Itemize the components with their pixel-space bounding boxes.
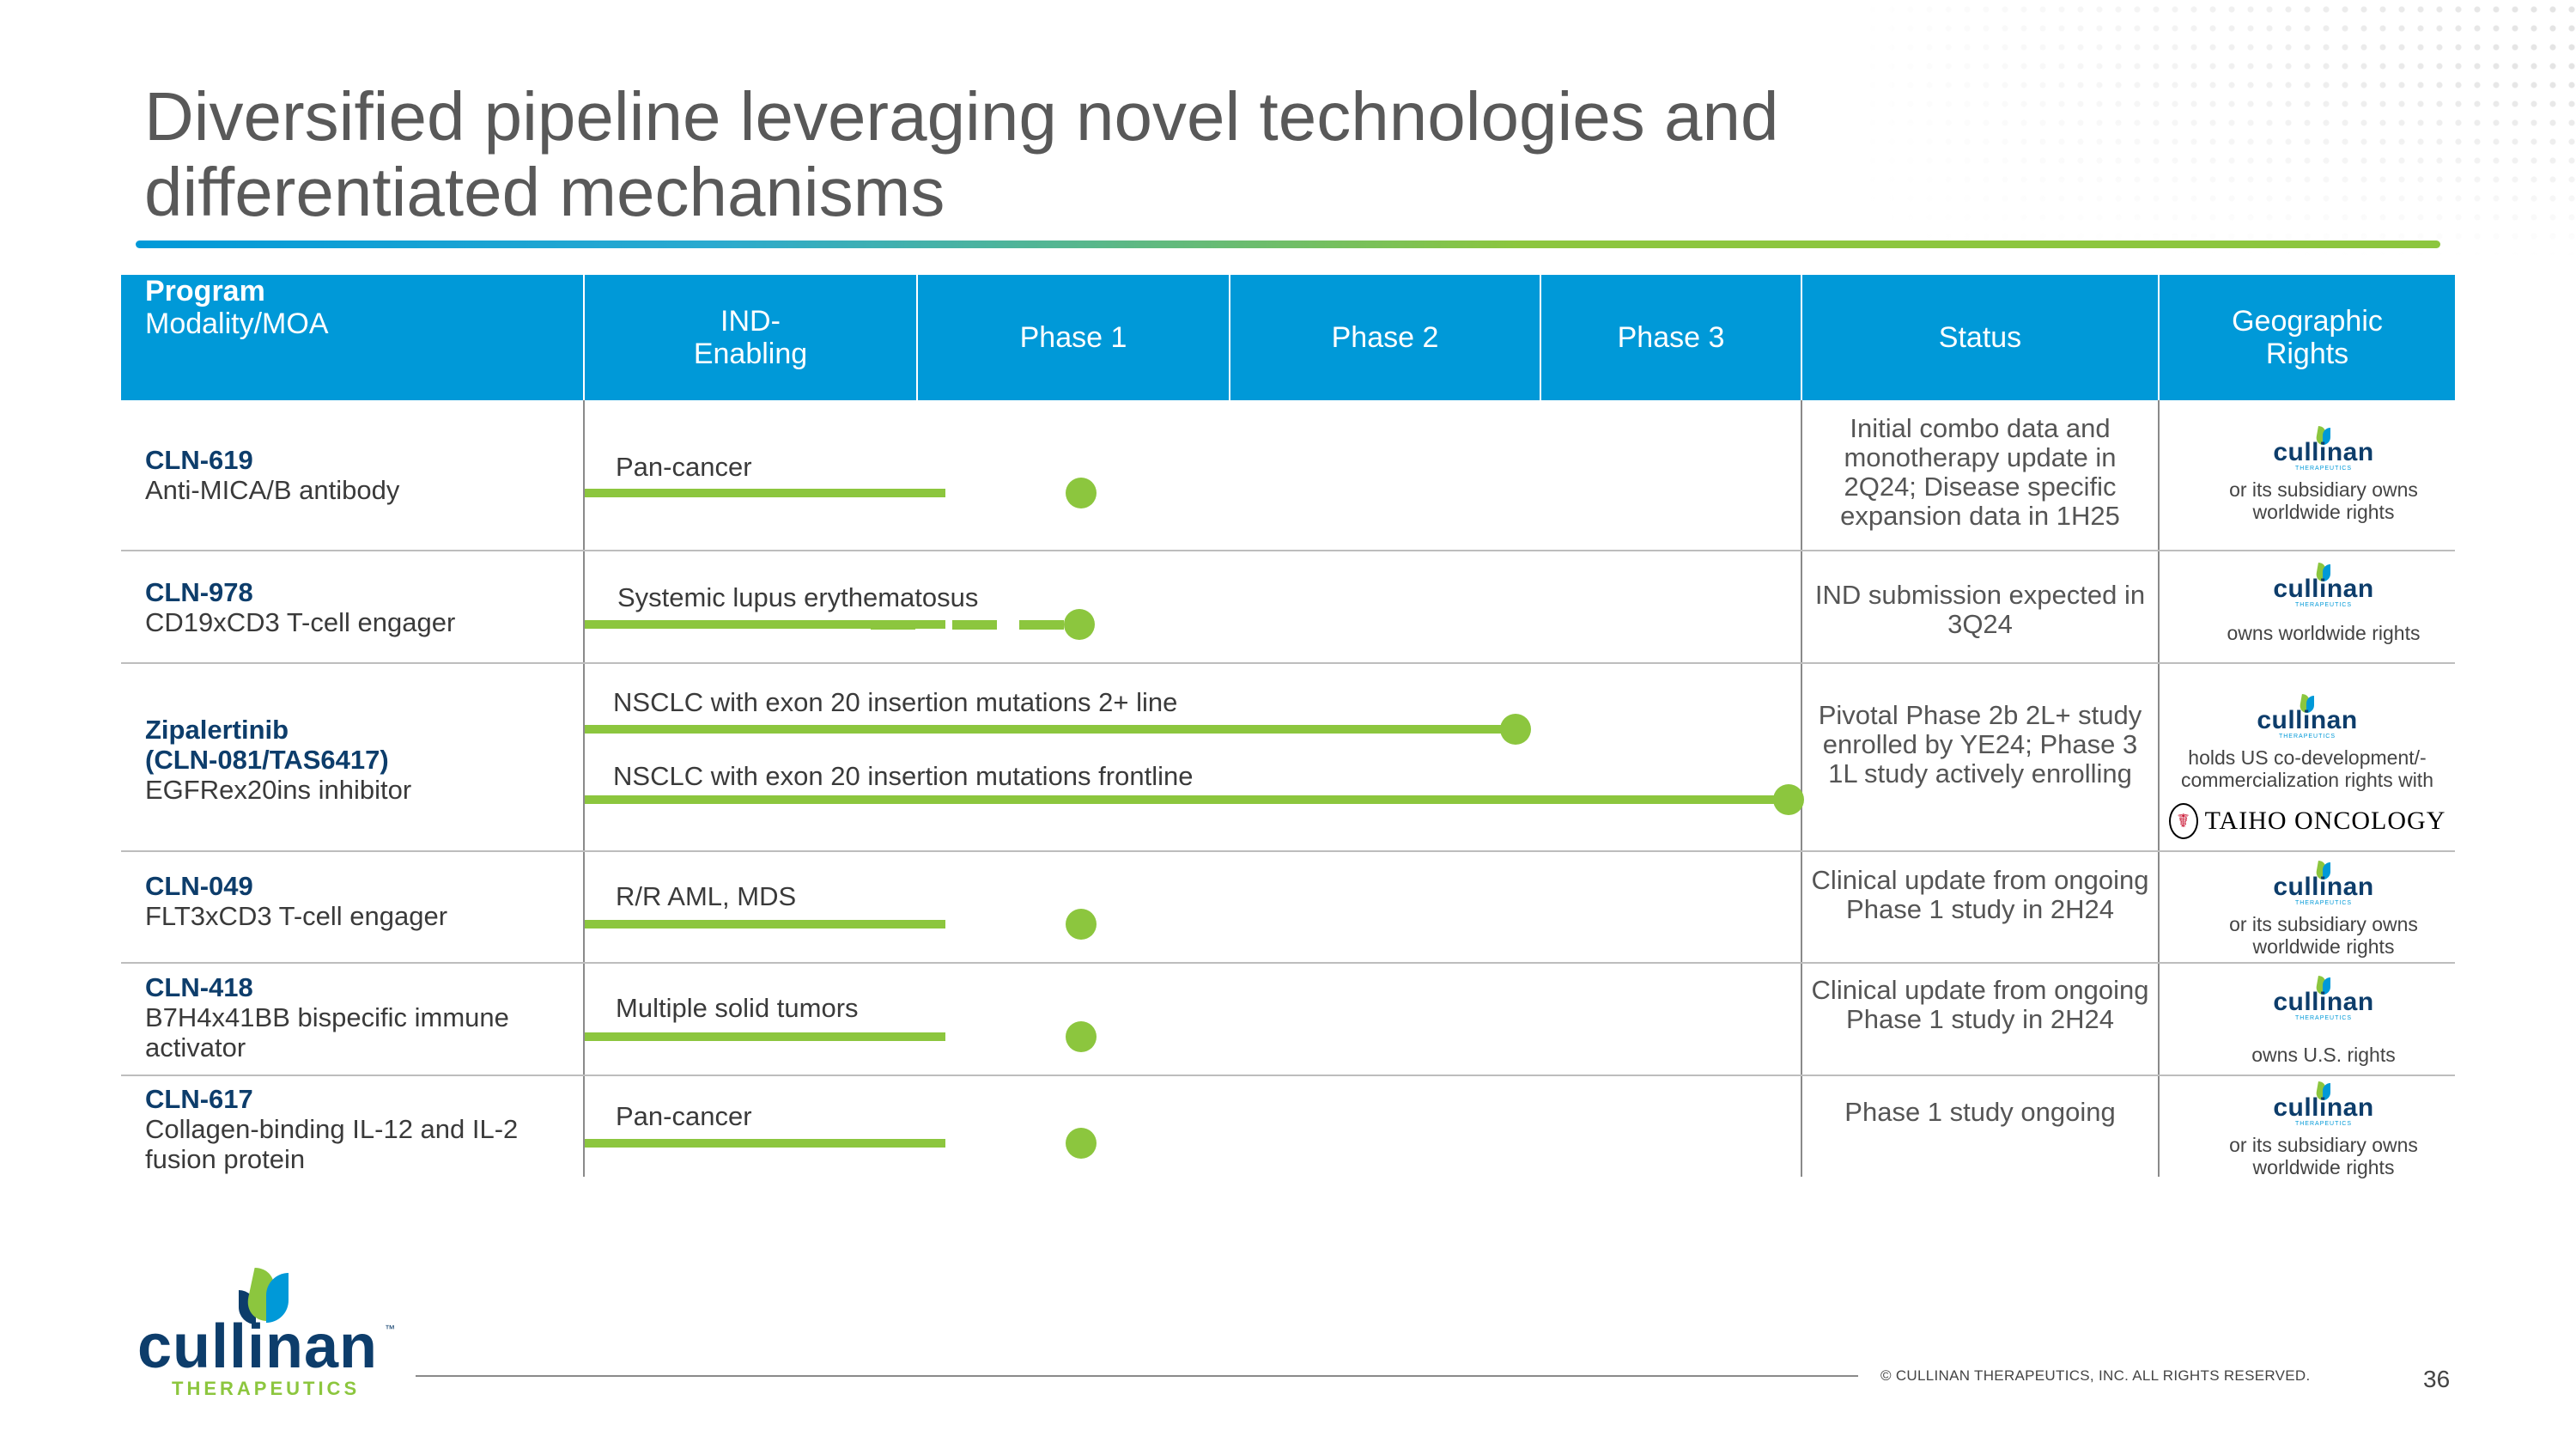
status-text: Initial combo data and monotherapy updat… (1840, 413, 2120, 531)
progress-dot (1066, 478, 1097, 508)
progress-dash (952, 620, 997, 630)
copyright-text: © CULLINAN THERAPEUTICS, INC. ALL RIGHTS… (1880, 1367, 2311, 1384)
page-title: Diversified pipeline leveraging novel te… (144, 78, 1779, 230)
header-phase3: Phase 3 (1541, 275, 1801, 400)
taiho-emblem-icon: ☤ (2168, 803, 2198, 839)
progress-dot (1064, 609, 1095, 640)
header-geographic-rights: Geographic Rights (2160, 275, 2455, 400)
status-text: Phase 1 study ongoing (1844, 1097, 2116, 1127)
progress-dot (1066, 1021, 1097, 1052)
status-text: Pivotal Phase 2b 2L+ study enrolled by Y… (1818, 700, 2142, 788)
status-text: Clinical update from ongoing Phase 1 stu… (1811, 865, 2149, 924)
indication-label: NSCLC with exon 20 insertion mutations f… (613, 761, 1194, 791)
indication-label: Multiple solid tumors (616, 993, 859, 1023)
progress-dash (1019, 620, 1064, 630)
progress-dot (1066, 909, 1097, 940)
pipeline-table: Program Modality/MOA IND- Enabling Phase… (121, 275, 2455, 1178)
indication-label: Systemic lupus erythematosus (617, 582, 979, 612)
table-row-program: Zipalertinib (CLN-081/TAS6417) EGFRex20i… (145, 715, 412, 805)
column-divider (583, 400, 585, 1177)
header-ind-enabling: IND- Enabling (585, 275, 916, 400)
progress-bar (585, 795, 1787, 804)
taiho-oncology-logo: ☤ TAIHO ONCOLOGY (2161, 803, 2453, 839)
table-row-program: CLN-049 FLT3xCD3 T-cell engager (145, 871, 448, 931)
cullinan-logo: cullinan ™ THERAPEUTICS (137, 1264, 395, 1402)
progress-dash (871, 620, 915, 630)
row-divider (121, 1075, 2455, 1076)
progress-bar (585, 725, 1521, 734)
column-divider (1801, 400, 1802, 1177)
indication-label: Pan-cancer (616, 1101, 752, 1131)
progress-bar (585, 489, 945, 497)
table-row-program: CLN-978 CD19xCD3 T-cell engager (145, 577, 456, 637)
row-divider (121, 850, 2455, 852)
status-text: Clinical update from ongoing Phase 1 stu… (1811, 975, 2149, 1034)
header-phase1: Phase 1 (918, 275, 1229, 400)
footer-divider (416, 1375, 1858, 1377)
progress-dot (1066, 1128, 1097, 1159)
header-phase2: Phase 2 (1230, 275, 1540, 400)
table-row-program: CLN-418 B7H4x41BB bispecific immune acti… (145, 972, 509, 1062)
page-number: 36 (2423, 1366, 2451, 1392)
progress-bar (585, 920, 945, 928)
header-program: Program Modality/MOA (121, 275, 583, 400)
progress-bar (585, 620, 945, 629)
header-status: Status (1802, 275, 2158, 400)
row-divider (121, 662, 2455, 664)
status-text: IND submission expected in 3Q24 (1814, 580, 2146, 639)
indication-label: R/R AML, MDS (616, 881, 797, 911)
column-divider (2158, 400, 2160, 1177)
table-row-program: CLN-619 Anti-MICA/B antibody (145, 445, 400, 505)
indication-label: Pan-cancer (616, 452, 752, 482)
progress-dot (1773, 784, 1804, 815)
title-gradient-rule (136, 240, 2440, 248)
row-divider (121, 962, 2455, 964)
progress-bar (585, 1139, 945, 1148)
progress-dot (1500, 714, 1531, 745)
indication-label: NSCLC with exon 20 insertion mutations 2… (613, 687, 1178, 717)
progress-bar (585, 1032, 945, 1041)
row-divider (121, 550, 2455, 551)
table-row-program: CLN-617 Collagen-binding IL-12 and IL-2 … (145, 1084, 519, 1174)
